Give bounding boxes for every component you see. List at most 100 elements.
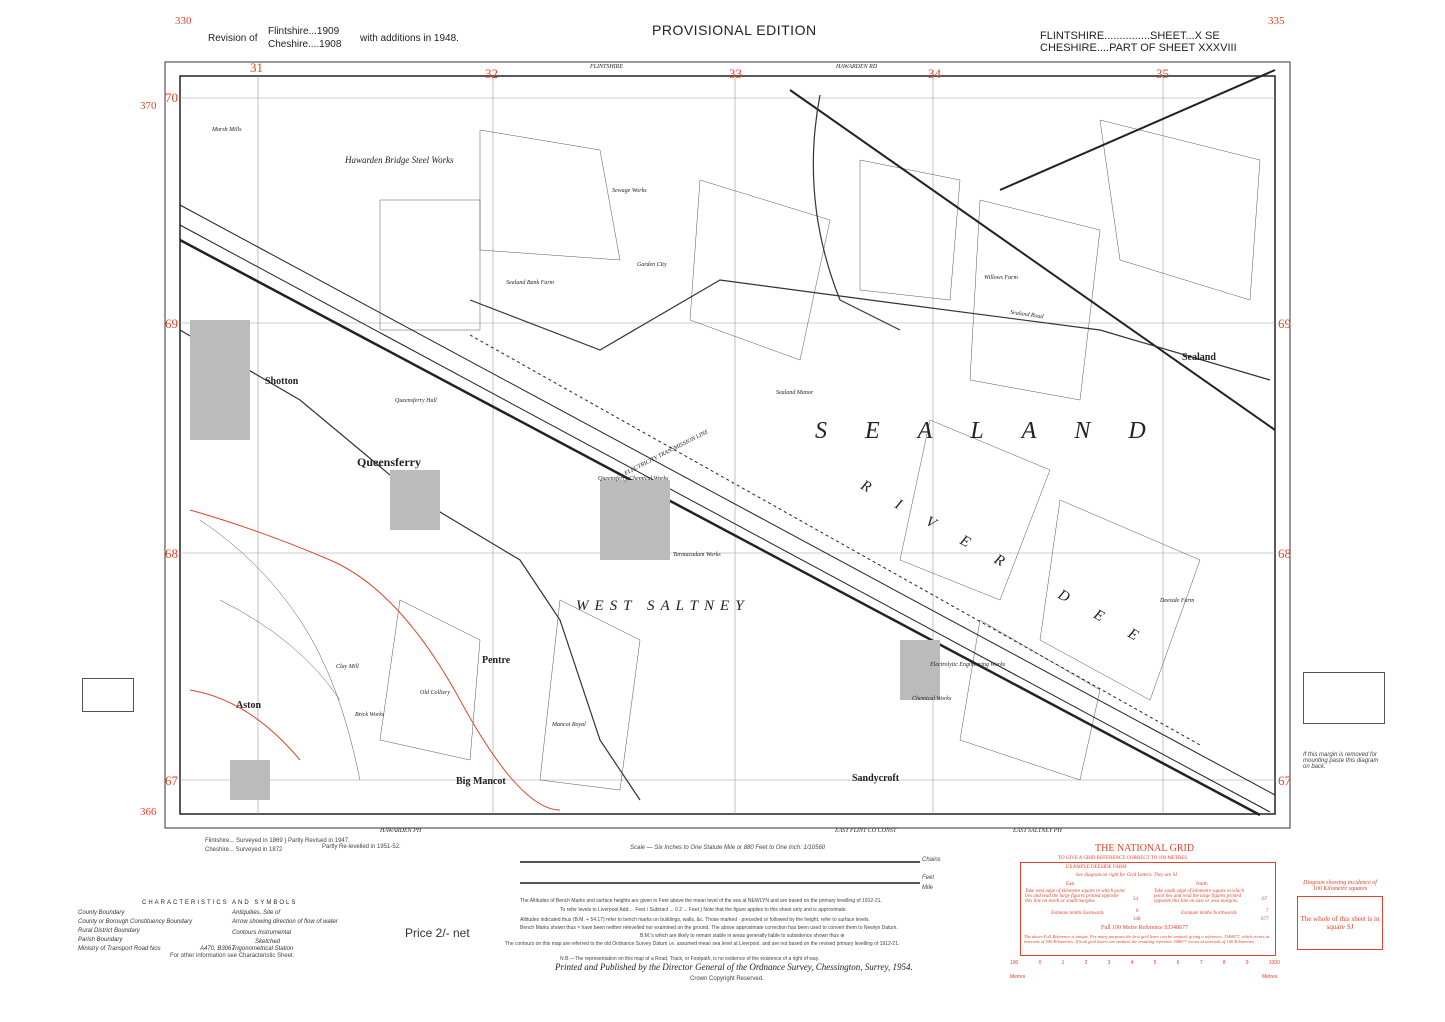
tick: 100 bbox=[1010, 960, 1019, 966]
easting-35: 35 bbox=[1156, 66, 1169, 81]
revision-line-1: Flintshire...1909 bbox=[268, 26, 340, 37]
legend-antiquities: Antiquities, Site of bbox=[232, 910, 281, 916]
adjoining-sheets-diagram bbox=[1303, 672, 1385, 724]
label-electrolytic: Electrolytic Engineering Works bbox=[930, 662, 1006, 668]
label-brick-works: Brick Works bbox=[355, 712, 385, 718]
label-deeside-farm: Deeside Farm bbox=[1160, 598, 1195, 604]
ng-north-text: Take south edge of kilometre square in w… bbox=[1154, 889, 1245, 904]
label-queensferry-hall: Queensferry Hall bbox=[395, 398, 437, 404]
river-dee bbox=[179, 204, 1276, 813]
tick: 9 bbox=[1245, 960, 1249, 966]
sheet-line-1: FLINTSHIRE...............SHEET...X SE bbox=[1040, 30, 1220, 42]
legend-constituency: County or Borough Constituency Boundary bbox=[78, 919, 193, 925]
publisher: Printed and Published by the Director Ge… bbox=[555, 962, 913, 972]
revision-line-2: Cheshire....1908 bbox=[268, 39, 342, 50]
revision-suffix: with additions in 1948. bbox=[360, 33, 459, 44]
settlement-buildings bbox=[190, 320, 940, 800]
note-7: N.B.—The representation on this map of a… bbox=[560, 956, 820, 962]
northing-69: 69 bbox=[165, 316, 178, 331]
northing-68: 68 bbox=[165, 546, 178, 561]
scale-bars bbox=[520, 861, 920, 884]
tick: 0 bbox=[1038, 960, 1042, 966]
diagram-box: The whole of this sheet is in square SJ bbox=[1297, 896, 1383, 950]
note-3: Altitudes indicated thus (B.M. + 54.17) … bbox=[520, 917, 870, 923]
tick: 4 bbox=[1130, 960, 1134, 966]
ng-see-diagram: See diagram on right for Grid Letters. T… bbox=[1076, 873, 1178, 878]
ng-east-8: 8 bbox=[1136, 909, 1139, 914]
tick: 8 bbox=[1222, 960, 1226, 966]
corner-top-left: 370 bbox=[140, 100, 157, 112]
label-willows-farm: Willows Farm bbox=[984, 275, 1018, 281]
tick: 1 bbox=[1061, 960, 1065, 966]
legend-road-sample: A470, B3067 bbox=[200, 946, 235, 952]
ng-note: The above Full Reference is unique. For … bbox=[1024, 934, 1270, 944]
ng-north-7: 7 bbox=[1266, 909, 1269, 914]
label-pentre: Pentre bbox=[482, 655, 511, 666]
copyright: Crown Copyright Reserved. bbox=[690, 976, 764, 982]
label-big-mancot: Big Mancot bbox=[456, 776, 506, 787]
inset-note: If this margin is removed for mounting p… bbox=[1303, 752, 1379, 770]
bottom-label-hawarden-ph: HAWARDEN PH bbox=[380, 828, 422, 834]
legend-title: CHARACTERISTICS AND SYMBOLS bbox=[142, 900, 298, 906]
tick: 2 bbox=[1084, 960, 1088, 966]
scale-mile: Mile bbox=[922, 885, 934, 891]
side-left: 330 bbox=[175, 15, 192, 27]
tick: 5 bbox=[1153, 960, 1157, 966]
easting-33: 33 bbox=[729, 66, 742, 81]
railway-sealand bbox=[789, 69, 1276, 431]
legend-county: County Boundary bbox=[78, 910, 125, 916]
label-sealand-manor: Sealand Manor bbox=[776, 390, 814, 396]
survey-line-3: Partly Re-levelled in 1951-52. bbox=[322, 844, 401, 850]
outer-frame bbox=[164, 61, 1291, 829]
survey-line-1: Flintshire... Surveyed in 1869 } Partly … bbox=[205, 838, 350, 844]
label-sandycroft: Sandycroft bbox=[852, 773, 900, 784]
ng-title: THE NATIONAL GRID bbox=[1095, 843, 1195, 854]
label-steel-works: Hawarden Bridge Steel Works bbox=[345, 155, 454, 165]
legend-arrow: Arrow showing direction of flow of water bbox=[232, 919, 338, 925]
northing-70: 70 bbox=[165, 90, 178, 105]
label-shotton: Shotton bbox=[265, 376, 299, 387]
tick: 6 bbox=[1176, 960, 1180, 966]
ng-example: EXAMPLE DEESIDE FARM bbox=[1066, 865, 1127, 870]
label-queensferry: Queensferry bbox=[357, 455, 421, 469]
legend-sketched: Sketched bbox=[255, 939, 281, 945]
other-info: For other information see Characteristic… bbox=[170, 953, 295, 959]
label-tarmacadam: Tarmacadam Works bbox=[673, 552, 721, 558]
label-sealand-area: SEALAND bbox=[815, 418, 1184, 444]
label-clay-mill: Clay Mill bbox=[336, 664, 359, 670]
index-diagram-left bbox=[82, 678, 134, 712]
label-garden-city: Garden City bbox=[637, 262, 667, 268]
label-sealand-bank-farm: Sealand Bank Farm bbox=[506, 280, 554, 286]
label-old-colliery: Old Colliery bbox=[420, 690, 451, 696]
contours bbox=[189, 509, 561, 811]
ng-east-34: 34 bbox=[1133, 897, 1138, 902]
bottom-label-east-flint: EAST FLINT CO CONST bbox=[835, 828, 897, 834]
diagram-title: Diagram showing incidence of 100 Kilomet… bbox=[1303, 880, 1377, 892]
northing-67: 67 bbox=[165, 773, 178, 788]
ng-north-677: 677 bbox=[1261, 917, 1269, 922]
map-neatline bbox=[179, 75, 1276, 815]
easting-31: 31 bbox=[250, 60, 263, 75]
note-6: The contours on this map are referred to… bbox=[505, 941, 900, 947]
legend-trig: Trigonometrical Station bbox=[232, 946, 294, 952]
bottom-label-east-saltney: EAST SALTNEY PH bbox=[1013, 828, 1062, 834]
survey-line-2: Cheshire... Surveyed in 1872 bbox=[205, 847, 283, 853]
metres-left: Metres bbox=[1010, 974, 1026, 980]
ng-north-estimate: Estimate tenths Northwards bbox=[1181, 911, 1237, 916]
easting-34: 34 bbox=[928, 66, 941, 81]
label-chemical-works: Chemical Works bbox=[912, 696, 952, 702]
railway-main-line bbox=[179, 238, 1261, 817]
legend-road-nos: Ministry of Transport Road Nos bbox=[78, 946, 161, 952]
label-mancot-royal: Mancot Royal bbox=[552, 722, 586, 728]
scale-chains: Chains bbox=[922, 857, 941, 863]
label-sewage-works: Sewage Works bbox=[612, 188, 647, 194]
top-label-flintshire: FLINTSHIRE bbox=[590, 64, 623, 70]
national-grid-box: EXAMPLE DEESIDE FARM See diagram on righ… bbox=[1020, 862, 1276, 956]
label-sealand: Sealand bbox=[1182, 352, 1216, 363]
top-label-hawarden-rd: HAWARDEN RD bbox=[836, 64, 878, 70]
note-1: The Altitudes of Bench Marks and surface… bbox=[520, 898, 882, 904]
easting-32: 32 bbox=[485, 66, 498, 81]
legend-contours: Contours Instrumental bbox=[232, 930, 292, 936]
